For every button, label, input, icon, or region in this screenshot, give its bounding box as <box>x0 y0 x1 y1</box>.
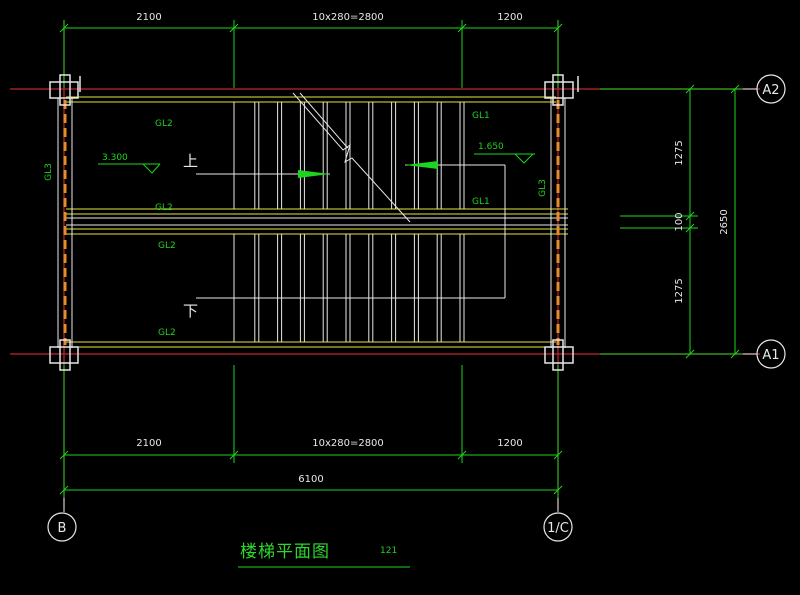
axis-bubble-a2: A2 <box>743 74 786 104</box>
beams <box>66 96 568 348</box>
dim-top-1: 2100 <box>136 12 161 23</box>
beam-label-gl3-left: GL3 <box>44 163 54 181</box>
beam-label-gl1-mid: GL1 <box>472 197 490 207</box>
beam-label-gl2-top: GL2 <box>155 119 173 129</box>
dim-bottom-1: 2100 <box>136 438 161 449</box>
arrow-down-head <box>405 161 438 169</box>
top-dimension <box>59 20 563 88</box>
axis-label-a1: A1 <box>762 348 779 363</box>
level-right: 1.650 <box>478 142 504 152</box>
dim-top-2: 10x280=2800 <box>312 12 384 23</box>
stair-break-line <box>292 92 411 223</box>
dim-bottom-3: 1200 <box>497 438 522 449</box>
beam-label-gl2-mid-lower: GL2 <box>158 241 176 251</box>
dim-top-3: 1200 <box>497 12 522 23</box>
columns <box>49 74 579 371</box>
axis-label-1c: 1/C <box>547 521 569 536</box>
direction-up: 上 <box>183 152 198 170</box>
beam-label-gl3-right: GL3 <box>538 179 548 197</box>
axis-bubble-1c: 1/C <box>543 498 573 542</box>
level-mark-left <box>98 163 161 174</box>
beam-label-gl1-top: GL1 <box>472 111 490 121</box>
beam-label-gl2-mid-upper: GL2 <box>155 203 173 213</box>
arrow-up-head <box>298 170 330 178</box>
drawing-title: 楼梯平面图 <box>240 542 330 562</box>
dim-right-2: 100 <box>674 212 685 231</box>
dim-right-1: 1275 <box>674 140 685 165</box>
dim-bottom-total: 6100 <box>298 474 323 485</box>
direction-arrows <box>196 161 506 299</box>
bottom-dimension <box>59 365 563 498</box>
level-left: 3.300 <box>102 153 128 163</box>
dim-right-3: 1275 <box>674 278 685 303</box>
axis-label-b: B <box>58 521 67 536</box>
level-mark-right <box>474 153 535 164</box>
right-dimension <box>600 84 743 359</box>
beam-label-gl2-bottom: GL2 <box>158 328 176 338</box>
dim-right-total: 2650 <box>719 209 730 234</box>
stair-treads <box>254 102 465 342</box>
gl3-walls <box>57 98 566 348</box>
direction-down: 下 <box>183 302 198 320</box>
dim-bottom-2: 10x280=2800 <box>312 438 384 449</box>
axis-bubble-a1: A1 <box>743 339 786 369</box>
axis-bubble-b: B <box>47 498 77 542</box>
drawing-scale: 121 <box>380 546 397 556</box>
axis-label-a2: A2 <box>762 83 779 98</box>
